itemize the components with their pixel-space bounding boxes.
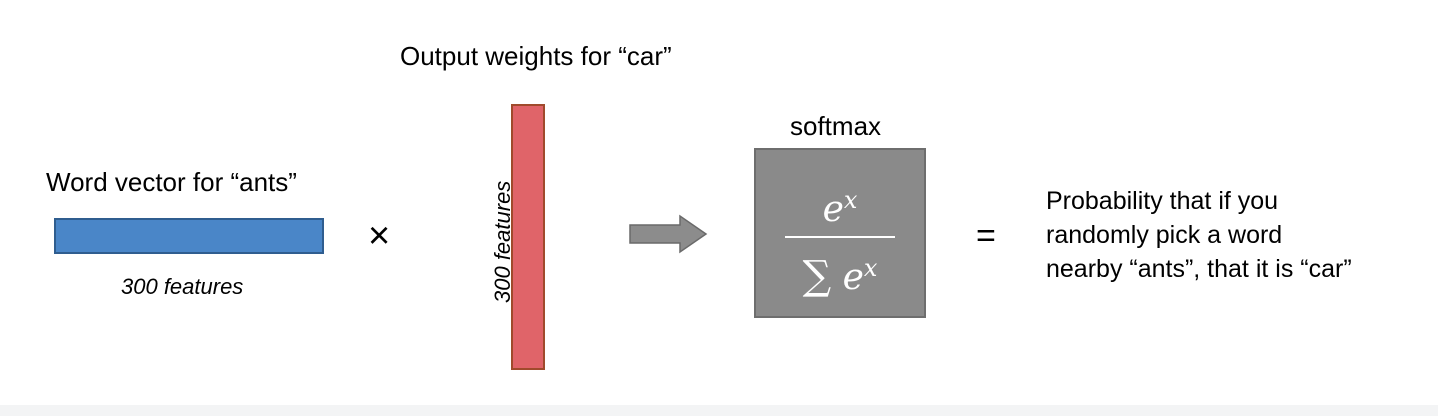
output-weights-bar bbox=[511, 104, 545, 370]
right-arrow-icon bbox=[628, 214, 708, 259]
word-vector-title: Word vector for “ants” bbox=[46, 167, 297, 197]
softmax-denominator: ∑ ex bbox=[756, 248, 924, 298]
denominator-base: e bbox=[842, 257, 864, 298]
denominator-exponent: x bbox=[863, 254, 878, 282]
softmax-title: softmax bbox=[790, 111, 882, 141]
right-arrow-icon-svg bbox=[629, 214, 708, 254]
numerator-exponent: x bbox=[843, 186, 858, 214]
equals-symbol: = bbox=[976, 217, 996, 255]
fraction-line bbox=[785, 236, 895, 238]
sigma-symbol: ∑ bbox=[802, 253, 832, 299]
softmax-numerator: ex bbox=[756, 180, 924, 230]
word-vector-caption: 300 features bbox=[121, 274, 244, 299]
word-vector-bar bbox=[54, 218, 324, 254]
softmax-box: ex ∑ ex bbox=[754, 148, 926, 318]
result-description: Probability that if you randomly pick a … bbox=[1046, 187, 1352, 283]
output-weights-title: Output weights for “car” bbox=[400, 41, 672, 71]
footer-band bbox=[0, 405, 1438, 416]
multiply-symbol: × bbox=[368, 215, 391, 257]
numerator-base: e bbox=[822, 189, 844, 230]
output-weights-caption: 300 features bbox=[490, 180, 515, 303]
